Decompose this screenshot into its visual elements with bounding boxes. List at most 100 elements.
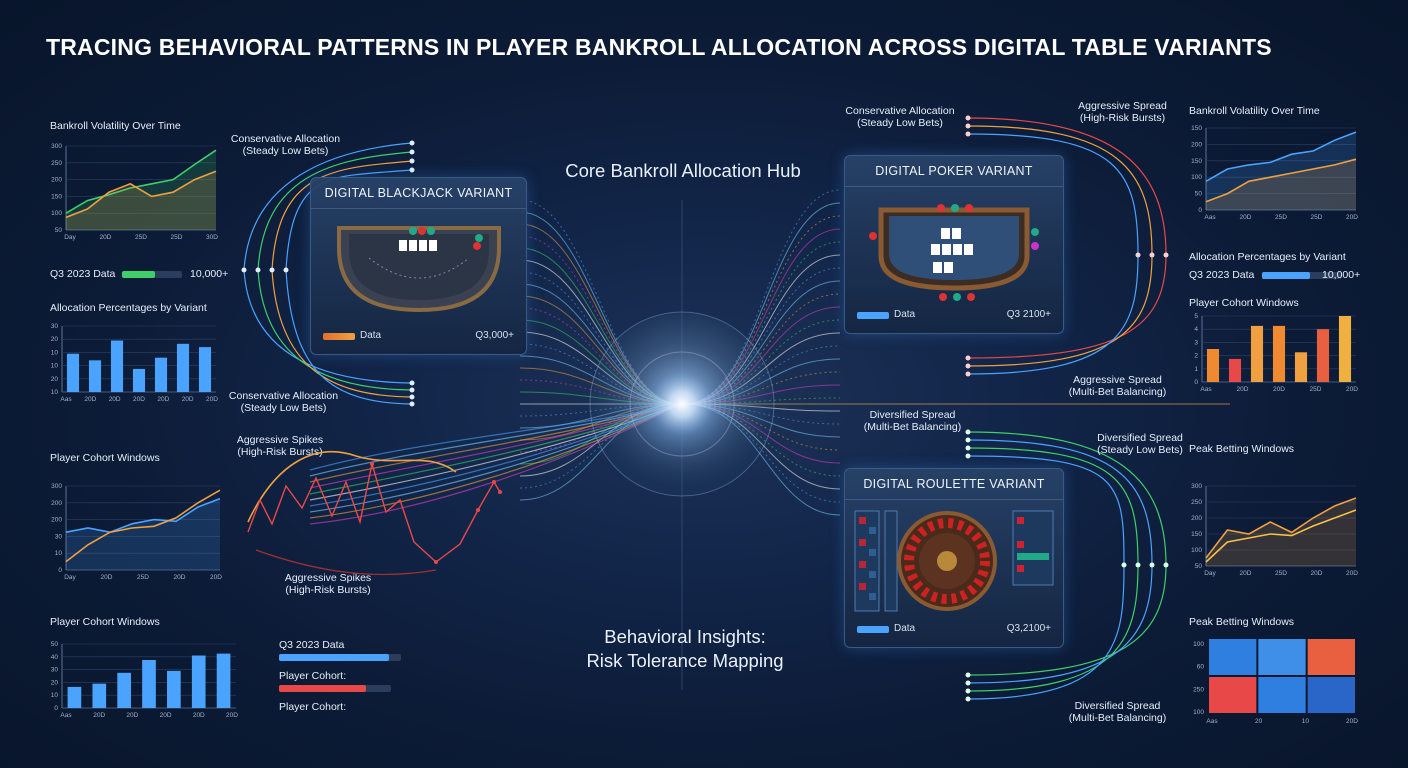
y-tick-label: 0: [1194, 379, 1198, 386]
connector-right-mid: [967, 254, 1153, 367]
blackjack-card[interactable]: DIGITAL BLACKJACK VARIANT Data Q3,000+: [310, 177, 527, 355]
spike-curve-orange: [247, 451, 457, 523]
bar: [1316, 329, 1330, 382]
left-q3-fill: [122, 271, 155, 278]
y-tick-label: 200: [51, 500, 62, 507]
y-tick-label: 10: [51, 363, 59, 370]
insights-caption: Behavioral Insights: Risk Tolerance Mapp…: [520, 625, 850, 673]
label-right-conservative: Conservative Allocation(Steady Low Bets): [845, 105, 955, 130]
stats-q3-label: Q3 2023 Data: [279, 639, 345, 651]
right-cohort-title: Player Cohort Windows: [1189, 297, 1299, 309]
spike-point: [476, 508, 480, 512]
connector-node: [965, 131, 971, 137]
spike-point: [370, 462, 374, 466]
x-tick-label: 20D: [193, 712, 205, 719]
bar: [1294, 352, 1308, 382]
roulette-title: DIGITAL ROULETTE VARIANT: [845, 469, 1063, 500]
connector-left-top: [243, 142, 413, 271]
y-tick-label: 150: [1191, 158, 1202, 165]
x-tick-label: 20D: [226, 712, 238, 719]
right-q3-value: 10,000+: [1322, 269, 1361, 281]
x-tick-label: 20D: [174, 574, 186, 581]
bar: [110, 340, 124, 392]
y-tick-label: 150: [1191, 531, 1202, 538]
connector-node: [965, 453, 971, 459]
x-tick-label: 20D: [1240, 214, 1252, 221]
connector-right-top: [967, 125, 1153, 256]
connector-node: [1163, 562, 1169, 568]
bar: [88, 360, 102, 392]
stream-right: [683, 267, 841, 405]
label-right-aggressive: Aggressive Spread(High-Risk Bursts): [1078, 100, 1167, 125]
y-tick-label: 250: [1193, 686, 1204, 693]
y-tick-label: 150: [51, 193, 62, 200]
x-tick-label: Aas: [1206, 718, 1218, 725]
heat-cell: [1258, 639, 1306, 675]
y-tick-label: 50: [51, 641, 59, 648]
x-tick-label: 20D: [109, 396, 121, 403]
y-tick-label: 3: [1194, 339, 1198, 346]
y-tick-label: 250: [51, 160, 62, 167]
y-tick-label: 200: [1191, 141, 1202, 148]
x-tick-label: 20D: [157, 396, 169, 403]
y-tick-label: 20: [51, 336, 59, 343]
blackjack-table-icon: [337, 226, 501, 313]
right-q3-fill: [1262, 272, 1310, 279]
connector-right-lower: [967, 431, 1167, 566]
series-orange-area: [1206, 498, 1356, 566]
x-tick-label: 25D: [1275, 570, 1287, 577]
connector-node: [1149, 562, 1155, 568]
roulette-card[interactable]: DIGITAL ROULETTE VARIANT Data Q3,2100+: [844, 468, 1064, 648]
x-tick-label: Aas: [1204, 214, 1216, 221]
y-tick-label: 0: [54, 705, 58, 712]
left-allocation-title: Allocation Percentages by Variant: [50, 302, 207, 314]
series-orange: [65, 170, 217, 219]
connector-right-lower: [967, 447, 1139, 566]
insights-line-1: Behavioral Insights:: [604, 626, 766, 647]
stats-cohort-fill: [279, 685, 367, 692]
series-orange-area: [1206, 159, 1356, 210]
bar: [66, 353, 80, 392]
connector-node: [965, 429, 971, 435]
heat-cell: [1307, 677, 1355, 713]
y-tick-label: 100: [1191, 174, 1202, 181]
connector-right-bottom: [967, 564, 1167, 676]
bar: [1272, 325, 1286, 382]
label-right-diversified-1: Diversified Spread(Multi-Bet Balancing): [863, 409, 962, 434]
connector-node: [409, 380, 415, 386]
x-tick-label: 20D: [1240, 570, 1252, 577]
x-tick-label: Aas: [60, 712, 72, 719]
bar: [117, 672, 131, 708]
y-tick-label: 30: [51, 667, 59, 674]
y-tick-label: 20: [51, 679, 59, 686]
x-tick-label: 20D: [1346, 386, 1358, 393]
bar: [198, 347, 212, 392]
y-tick-label: 40: [51, 654, 59, 661]
connector-right-lower: [967, 439, 1153, 566]
y-tick-label: 150: [1191, 125, 1202, 132]
x-tick-label: 20D: [1346, 214, 1358, 221]
connector-node: [409, 394, 415, 400]
right-volatility-title: Bankroll Volatility Over Time: [1189, 105, 1320, 117]
y-tick-label: 300: [51, 143, 62, 150]
connector-node: [965, 696, 971, 702]
y-tick-label: 250: [1191, 499, 1202, 506]
connector-right-mid: [967, 254, 1139, 375]
connector-left-bottom: [285, 269, 413, 405]
connector-node: [965, 123, 971, 129]
x-tick-label: 20D: [93, 712, 105, 719]
poker-card[interactable]: DIGITAL POKER VARIANT Data Q3 2100+: [844, 155, 1064, 334]
poker-foot-bar: [857, 312, 889, 319]
aggressive-spikes-chart: [247, 451, 502, 576]
y-tick-label: 50: [1195, 563, 1203, 570]
left-q3-label: Q3 2023 Data: [50, 268, 116, 280]
spike-line-red: [247, 463, 501, 563]
stream-left: [519, 199, 681, 405]
y-tick-label: 200: [51, 517, 62, 524]
connector-node: [255, 267, 261, 273]
x-tick-label: 20D: [100, 234, 112, 241]
